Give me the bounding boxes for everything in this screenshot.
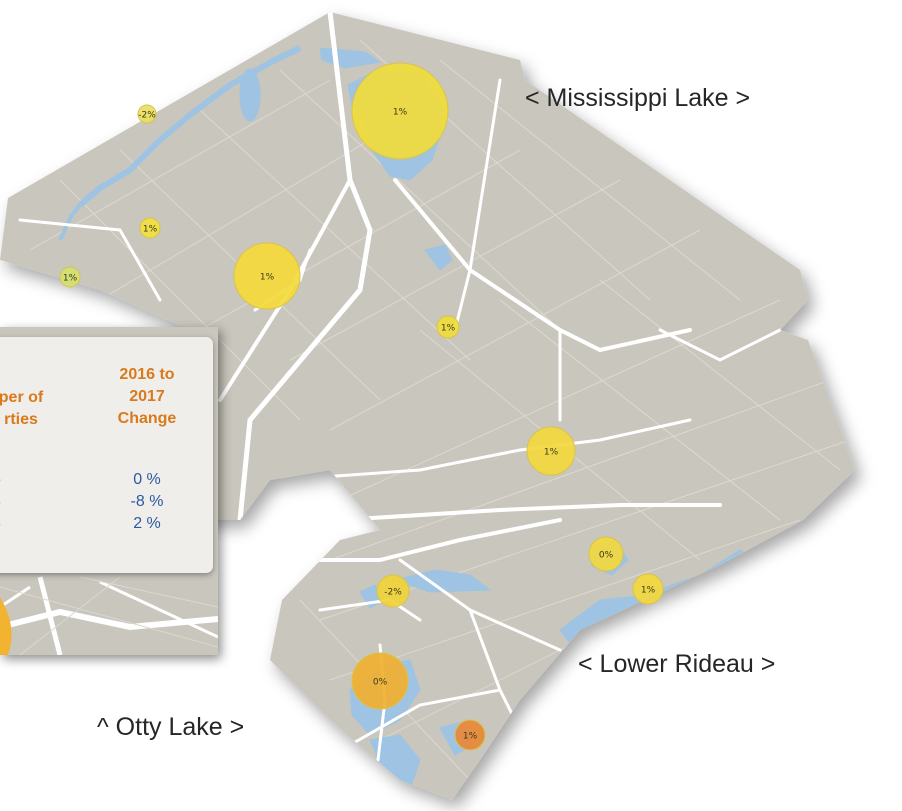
bubble-10[interactable]: -2% xyxy=(376,574,410,608)
header-number-line-2: rties xyxy=(4,411,38,428)
bubble-circle[interactable] xyxy=(233,242,301,310)
bubble-4[interactable]: 1% xyxy=(351,62,449,160)
bubble-8[interactable]: 0% xyxy=(588,536,624,572)
header-change-line-2: 2017 xyxy=(129,388,165,405)
bubble-11[interactable]: 0% xyxy=(351,652,409,710)
bubble-12[interactable]: 1% xyxy=(454,719,486,751)
bubble-label: 1% xyxy=(393,108,408,118)
bubble-circle[interactable] xyxy=(632,573,664,605)
number-cell-row-1: 5 xyxy=(0,469,1,491)
header-number-line-1: per of xyxy=(0,389,44,406)
bubble-label: 1% xyxy=(260,273,275,283)
number-cell-row-3: 8 xyxy=(0,513,1,535)
bubble-5[interactable]: 1% xyxy=(233,242,301,310)
bubble-circle[interactable] xyxy=(526,426,576,476)
change-cell-row-2: -8 % xyxy=(130,493,164,510)
bubble-label: 1% xyxy=(63,274,78,284)
callout-mississippi-lake: < Mississippi Lake > xyxy=(525,84,751,112)
bubble-circle[interactable] xyxy=(351,652,409,710)
bubble-circle[interactable] xyxy=(454,719,486,751)
bubble-circle[interactable] xyxy=(351,62,449,160)
callout-lower-rideau: < Lower Rideau > xyxy=(578,650,776,678)
bubble-2[interactable]: 1% xyxy=(139,217,161,239)
bubble-label: 1% xyxy=(463,732,478,742)
bubble-label: 1% xyxy=(641,586,656,596)
header-change-line-1: 2016 to xyxy=(119,366,175,383)
bubble-circle[interactable] xyxy=(376,574,410,608)
change-cell-row-3: 2 % xyxy=(133,515,161,532)
header-change-line-3: Change xyxy=(117,410,177,427)
bubble-9[interactable]: 1% xyxy=(632,573,664,605)
map-land xyxy=(0,12,855,800)
bubble-6[interactable]: 1% xyxy=(436,315,460,339)
bubble-7[interactable]: 1% xyxy=(526,426,576,476)
stats-inset-panel: per of rties 2016 to 2017 Change 5 3 8 0… xyxy=(0,327,218,655)
bubble-3[interactable]: 1% xyxy=(59,266,81,288)
bubble-circle[interactable] xyxy=(139,217,161,239)
bubble-circle[interactable] xyxy=(137,104,157,124)
bubble-label: 1% xyxy=(143,225,158,235)
bubble-label: -2% xyxy=(138,111,156,121)
stats-table-card: per of rties 2016 to 2017 Change 5 3 8 0… xyxy=(0,337,213,573)
callout-otty-lake: ^ Otty Lake > xyxy=(97,713,245,741)
bubble-label: -2% xyxy=(384,588,402,598)
bubble-circle[interactable] xyxy=(59,266,81,288)
header-change: 2016 to 2017 Change xyxy=(87,364,207,430)
change-cell-row-1: 0 % xyxy=(133,471,161,488)
bubble-label: 1% xyxy=(441,324,456,334)
header-number-of-properties: per of rties xyxy=(0,387,62,431)
bubble-1[interactable]: -2% xyxy=(137,104,157,124)
number-cell-row-2: 3 xyxy=(0,491,1,513)
bubble-label: 0% xyxy=(373,678,388,688)
bubble-label: 0% xyxy=(599,551,614,561)
bubble-circle[interactable] xyxy=(436,315,460,339)
bubble-circle[interactable] xyxy=(588,536,624,572)
bubble-label: 1% xyxy=(544,448,559,458)
percent-change-bubbles: -2% 1% 1% 1% 1% 1% 1% 0% 1% -2% 0% 1% xyxy=(59,62,664,751)
